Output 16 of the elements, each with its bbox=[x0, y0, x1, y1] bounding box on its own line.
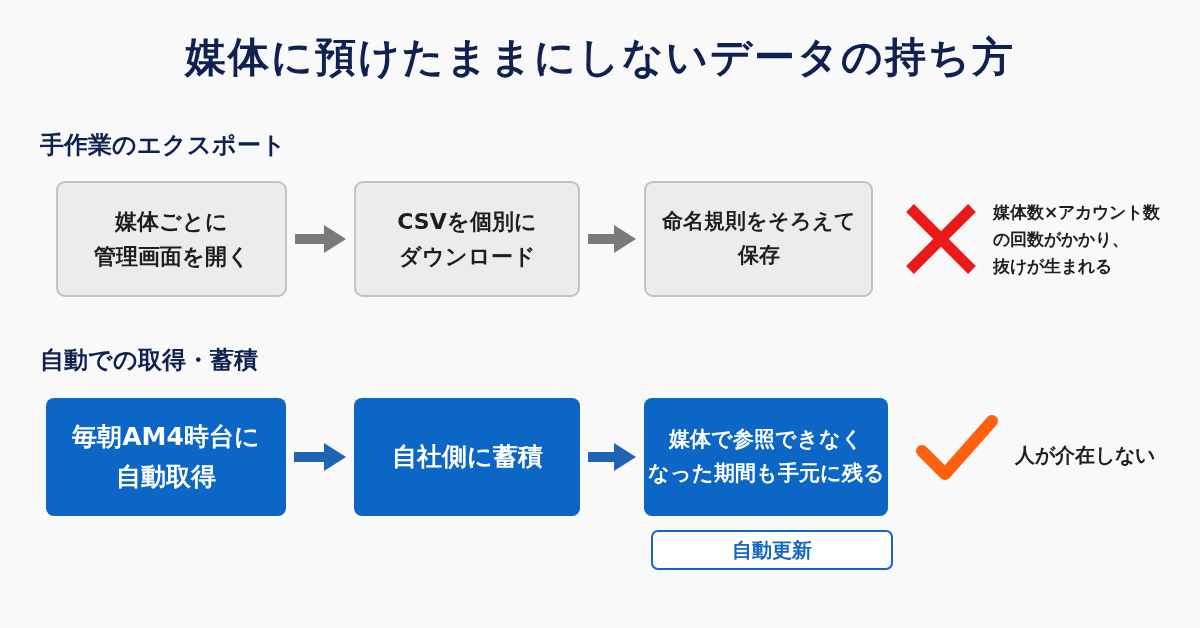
section-heading: 自動での取得・蓄積 bbox=[40, 345, 258, 376]
process-box: 媒体で参照できなくなった期間も手元に残る bbox=[644, 398, 888, 516]
arrow bbox=[294, 443, 346, 471]
process-box: 毎朝AM4時台に自動取得 bbox=[46, 398, 286, 516]
process-box: CSVを個別にダウンロード bbox=[354, 181, 580, 297]
process-box: 命名規則をそろえて保存 bbox=[644, 181, 873, 297]
note-text: 媒体数×アカウント数の回数がかかり、抜けが生まれる bbox=[993, 201, 1161, 278]
arrow bbox=[295, 225, 346, 253]
title: 媒体に預けたままにしないデータの持ち方 bbox=[183, 32, 1016, 83]
process-box: 自社側に蓄積 bbox=[354, 398, 580, 516]
arrow bbox=[588, 443, 636, 471]
process-box: 媒体ごとに管理画面を開く bbox=[56, 181, 287, 297]
arrow bbox=[588, 225, 636, 253]
label-box: 自動更新 bbox=[651, 530, 893, 570]
note-text: 人が介在しない bbox=[1015, 442, 1155, 468]
section-heading: 手作業のエクスポート bbox=[40, 130, 286, 161]
